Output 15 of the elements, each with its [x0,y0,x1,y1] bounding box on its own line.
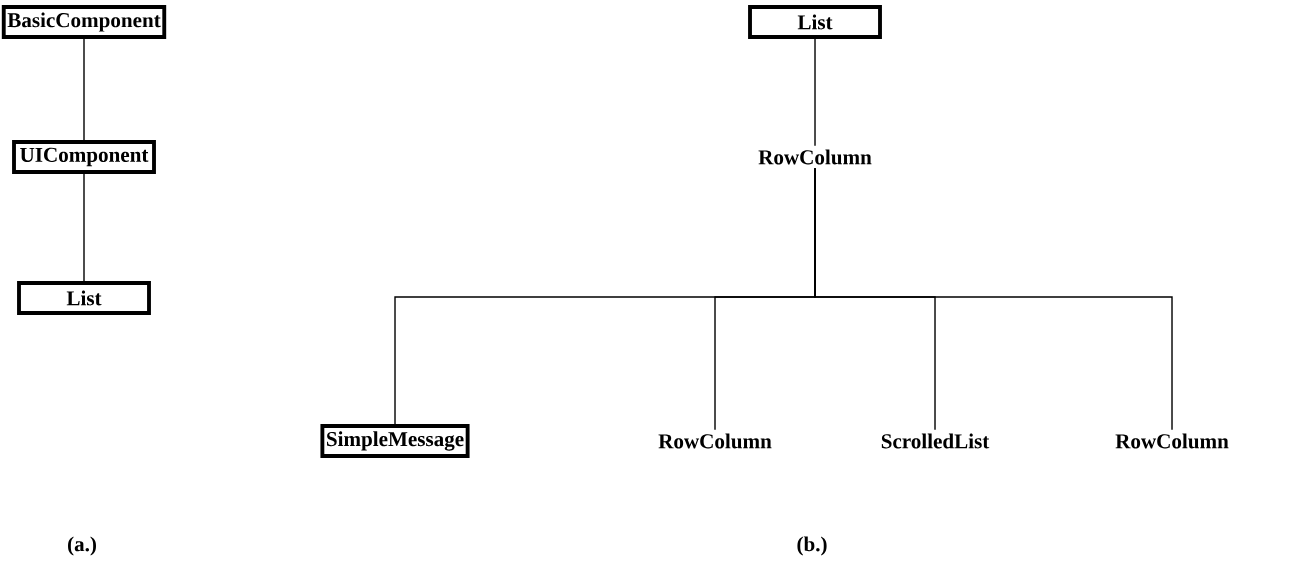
class-box: SimpleMessage [320,424,470,458]
class-label: RowColumn [658,433,772,449]
class-label: ScrolledList [881,433,990,449]
panel-label: (a.) [68,536,96,556]
class-box: List [17,281,151,315]
class-box: UIComponent [12,140,156,174]
connector-line [814,167,1173,431]
class-label: RowColumn [1115,433,1229,449]
connector-line [814,38,816,147]
panel-label: (b.) [797,536,827,556]
class-box: BasicComponent [1,5,167,39]
connector-line [83,38,85,141]
class-box: List [748,5,882,39]
connector-line [83,173,85,282]
class-label: RowColumn [758,149,872,165]
